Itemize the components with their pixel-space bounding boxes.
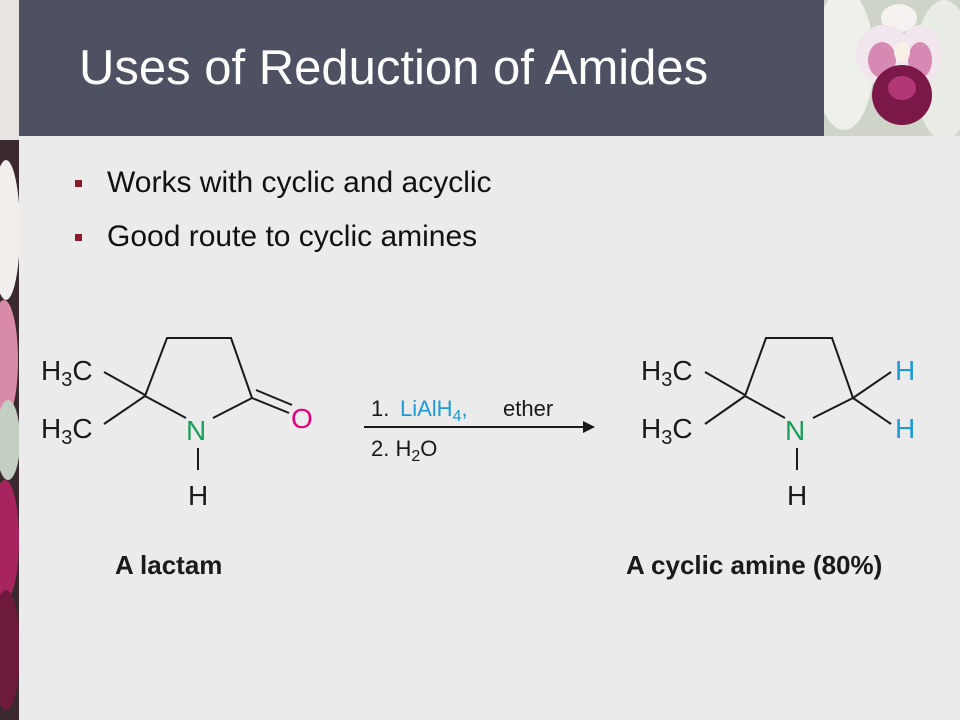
methyl-group-1: H3C bbox=[641, 355, 693, 391]
square-bullet-icon bbox=[75, 179, 82, 187]
new-hydrogen-2: H bbox=[895, 413, 915, 444]
methyl-group-2: H3C bbox=[41, 413, 93, 449]
bullet-item: Works with cyclic and acyclic bbox=[75, 166, 492, 200]
square-bullet-icon bbox=[75, 233, 82, 241]
bullet-text: Good route to cyclic amines bbox=[107, 220, 478, 253]
new-hydrogen-1: H bbox=[895, 355, 915, 386]
step-2-workup: 2. H2O bbox=[371, 436, 437, 465]
nitrogen-atom: N bbox=[186, 415, 206, 446]
methyl-group-2: H3C bbox=[641, 413, 693, 449]
reactant-structure: H3C H3C N O H bbox=[41, 337, 313, 511]
oxygen-atom: O bbox=[291, 403, 313, 434]
step-1-number: 1. bbox=[371, 396, 389, 421]
nh-hydrogen: H bbox=[188, 480, 208, 511]
decorative-orchid-strip bbox=[0, 0, 19, 720]
product-structure: H3C H3C H H N H bbox=[641, 337, 915, 511]
reaction-diagram: H3C H3C N O H 1. LiAlH4, ether 2. H2O H3… bbox=[19, 300, 960, 605]
bullet-text: Works with cyclic and acyclic bbox=[107, 166, 492, 199]
reaction-conditions: 1. LiAlH4, ether 2. H2O bbox=[364, 396, 595, 465]
title-bar: Uses of Reduction of Amides bbox=[19, 0, 824, 136]
reactant-label: A lactam bbox=[115, 550, 223, 580]
nh-hydrogen: H bbox=[787, 480, 807, 511]
arrow-head-icon bbox=[583, 421, 595, 433]
slide-title: Uses of Reduction of Amides bbox=[79, 41, 709, 95]
product-label: A cyclic amine (80%) bbox=[626, 550, 883, 580]
reagent-lialh4: LiAlH4, bbox=[400, 396, 468, 425]
orchid-photo bbox=[824, 0, 960, 136]
bullet-item: Good route to cyclic amines bbox=[75, 220, 477, 254]
solvent-label: ether bbox=[503, 396, 553, 421]
nitrogen-atom: N bbox=[785, 415, 805, 446]
methyl-group-1: H3C bbox=[41, 355, 93, 391]
